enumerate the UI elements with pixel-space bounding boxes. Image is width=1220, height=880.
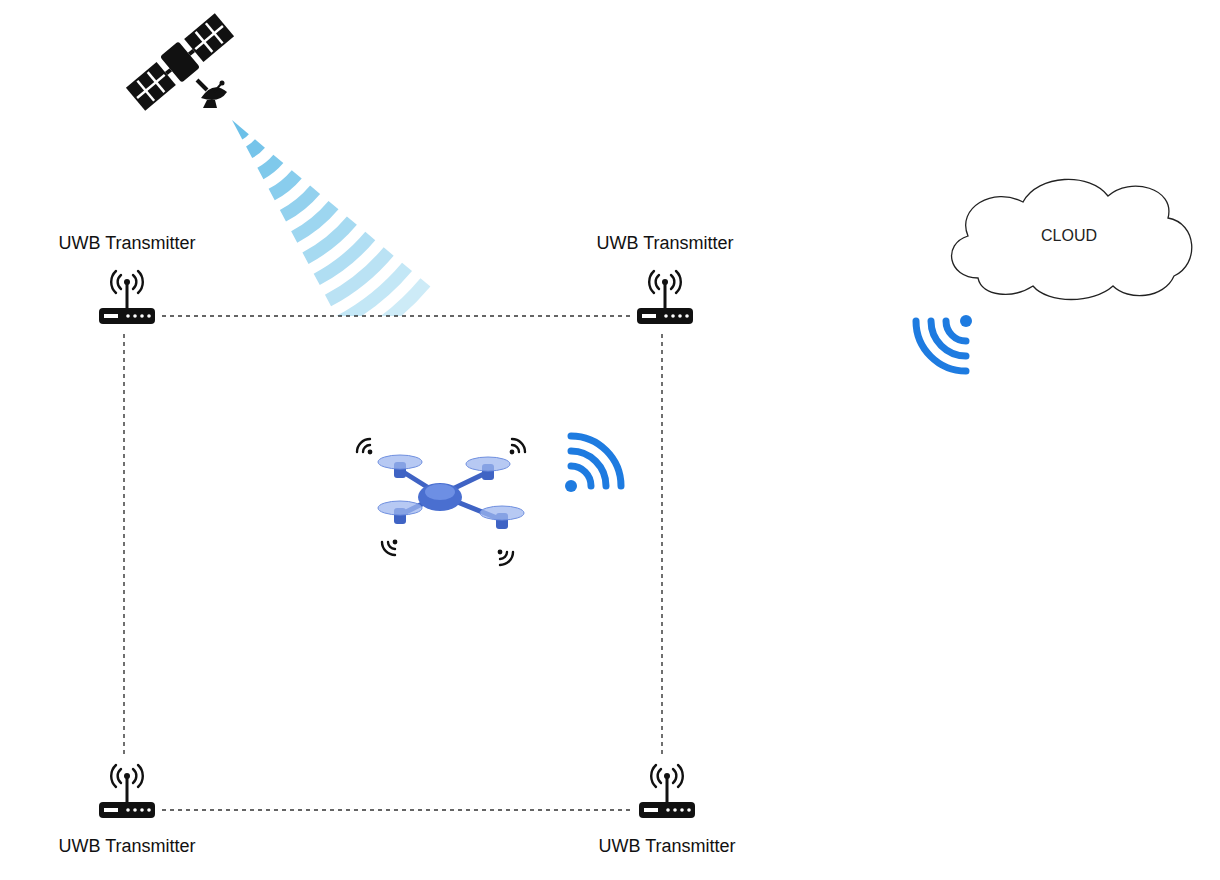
dashed-link	[162, 809, 632, 810]
dashed-link	[162, 315, 630, 316]
beam-band	[246, 139, 265, 158]
drone-signal-marks	[357, 439, 525, 565]
uwb-transmitter: UWB Transmitter	[98, 268, 156, 326]
transmitter-icon	[636, 268, 694, 326]
beam-band	[269, 170, 302, 200]
transmitter-icon	[98, 762, 156, 820]
satellite-dish	[197, 80, 227, 108]
transmitter-icon	[98, 268, 156, 326]
satellite-beam	[232, 120, 430, 316]
transmitter-icon	[638, 762, 696, 820]
wireless-icon	[565, 436, 621, 492]
beam-band	[232, 120, 249, 139]
transmitter-label: UWB Transmitter	[598, 836, 735, 857]
cloud-label: CLOUD	[1041, 227, 1097, 245]
dashed-link	[123, 334, 124, 756]
transmitter-label: UWB Transmitter	[596, 233, 733, 254]
wireless-icon	[916, 315, 972, 371]
transmitter-label: UWB Transmitter	[58, 233, 195, 254]
uwb-transmitter: UWB Transmitter	[638, 762, 696, 820]
dashed-link	[661, 334, 662, 756]
transmitter-label: UWB Transmitter	[58, 836, 195, 857]
beam-band	[347, 278, 430, 316]
drone-icon	[378, 455, 524, 529]
uwb-transmitter: UWB Transmitter	[636, 268, 694, 326]
satellite-icon	[125, 12, 236, 113]
beam-band	[257, 155, 283, 179]
uwb-transmitter: UWB Transmitter	[98, 762, 156, 820]
cloud-shape: CLOUD	[938, 168, 1200, 303]
